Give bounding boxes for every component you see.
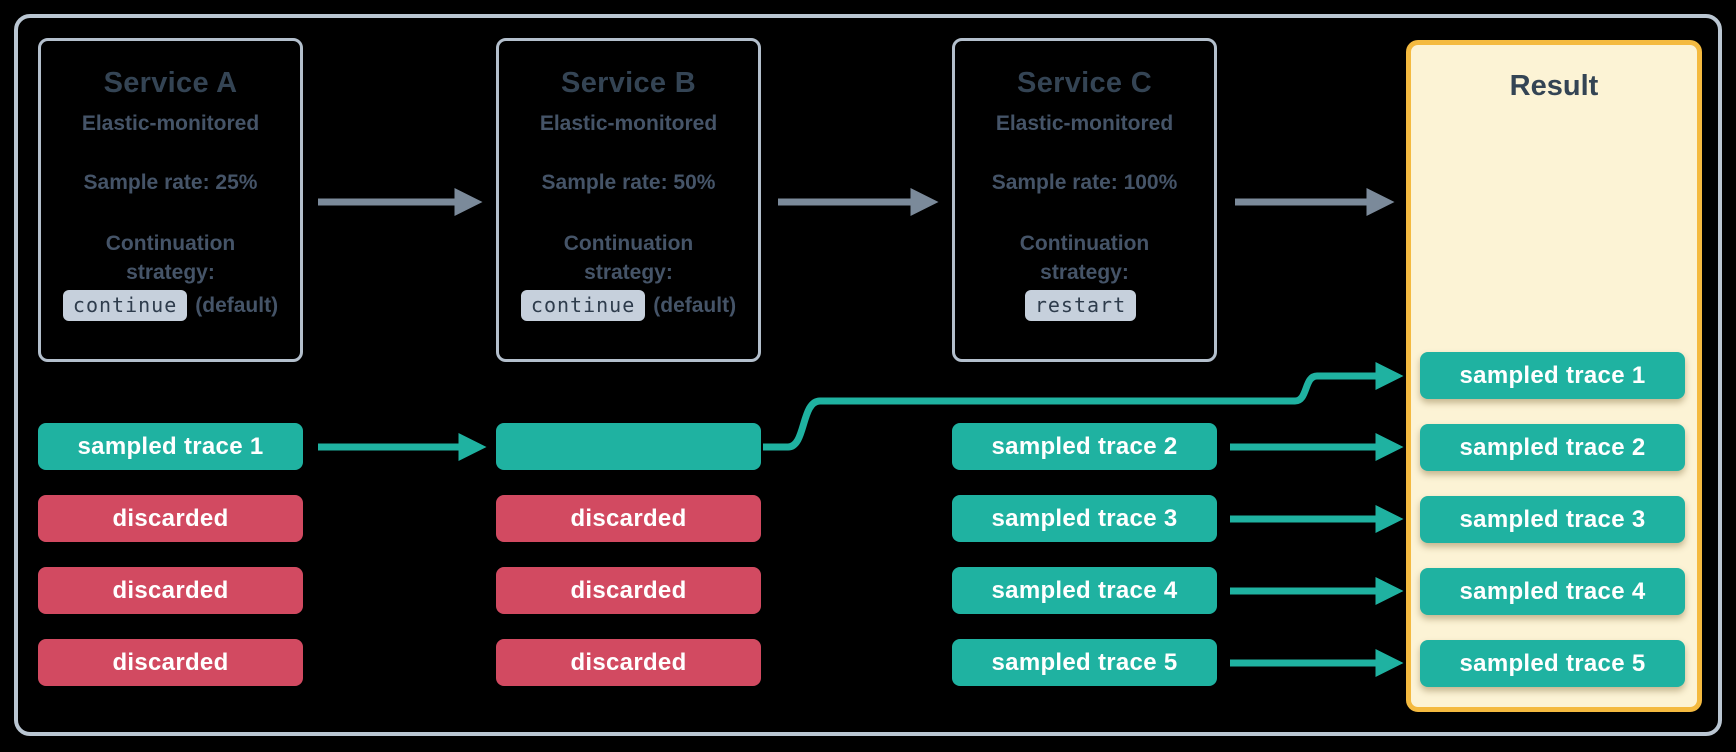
service-b-sample-rate: Sample rate: 50% (541, 171, 716, 194)
service-a-title: Service A (103, 67, 238, 99)
col-c-trace-badge: sampled trace 3 (952, 495, 1217, 542)
result-trace-badge: sampled trace 2 (1420, 424, 1685, 471)
result-trace-badge: sampled trace 5 (1420, 640, 1685, 687)
service-b-strategy-note: (default) (653, 293, 737, 317)
col-b-discarded-badge: discarded (496, 567, 761, 614)
result-trace-badge: sampled trace 1 (1420, 352, 1685, 399)
diagram-outer-frame (14, 14, 1722, 736)
col-a-discarded-badge: discarded (38, 495, 303, 542)
service-c-sample-rate: Sample rate: 100% (991, 171, 1178, 194)
service-a-strategy-code-chip: continue (62, 290, 188, 321)
service-c-monitoring: Elastic-monitored (995, 112, 1174, 135)
service-b-monitoring: Elastic-monitored (539, 112, 718, 135)
col-a-discarded-badge: discarded (38, 567, 303, 614)
col-c-trace-badge: sampled trace 5 (952, 639, 1217, 686)
service-a-strategy-label: Continuation strategy: (105, 232, 236, 284)
result-title: Result (1509, 70, 1599, 102)
service-b-strategy-label: Continuation strategy: (563, 232, 694, 284)
service-a-monitoring: Elastic-monitored (81, 112, 260, 135)
col-b-trace-badge-empty (496, 423, 761, 470)
result-trace-badge: sampled trace 3 (1420, 496, 1685, 543)
service-c-title: Service C (1017, 67, 1152, 99)
service-box-c: Service C Elastic-monitored Sample rate:… (952, 38, 1217, 362)
service-c-strategy-code-chip: restart (1024, 290, 1137, 321)
col-c-trace-badge: sampled trace 4 (952, 567, 1217, 614)
service-c-strategy-label: Continuation strategy: (1019, 232, 1150, 284)
service-box-a: Service A Elastic-monitored Sample rate:… (38, 38, 303, 362)
col-b-discarded-badge: discarded (496, 639, 761, 686)
service-c-strategy-row: restart (1024, 290, 1144, 321)
service-b-title: Service B (561, 67, 696, 99)
col-b-discarded-badge: discarded (496, 495, 761, 542)
col-c-trace-badge: sampled trace 2 (952, 423, 1217, 470)
result-trace-badge: sampled trace 4 (1420, 568, 1685, 615)
service-b-strategy-code-chip: continue (520, 290, 646, 321)
col-a-trace-badge: sampled trace 1 (38, 423, 303, 470)
service-a-strategy-note: (default) (195, 293, 279, 317)
service-b-strategy-row: continue (default) (520, 290, 737, 321)
service-a-sample-rate: Sample rate: 25% (83, 171, 258, 194)
service-box-b: Service B Elastic-monitored Sample rate:… (496, 38, 761, 362)
service-a-strategy-row: continue (default) (62, 290, 279, 321)
col-a-discarded-badge: discarded (38, 639, 303, 686)
